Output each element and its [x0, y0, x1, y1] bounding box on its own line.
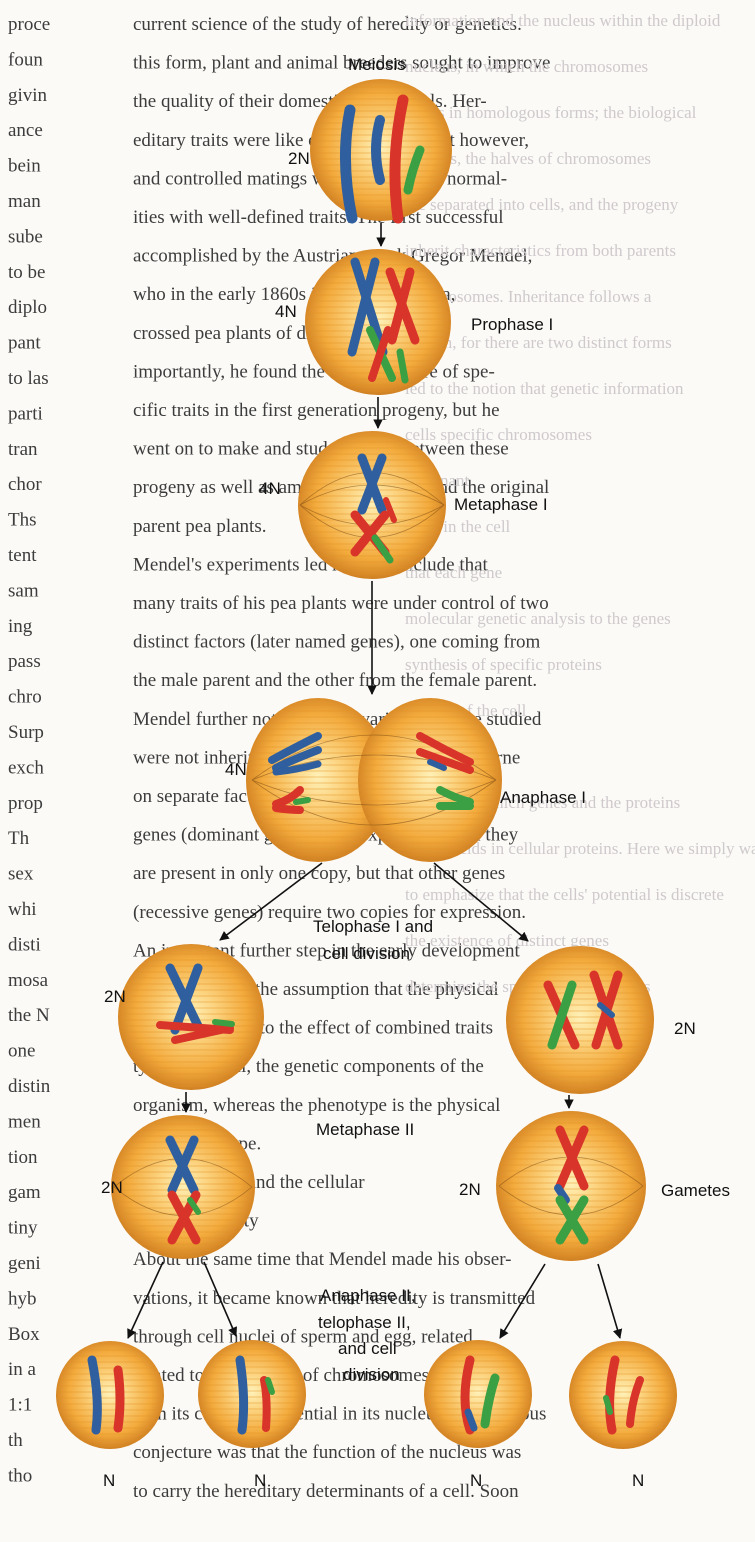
ploidy-meiosis: 2N: [288, 149, 310, 168]
ploidy-gamete-3: N: [470, 1471, 482, 1490]
label-prophase-1: Prophase I: [471, 315, 553, 334]
ploidy-gamete-4: N: [632, 1471, 644, 1490]
label-anaphase-1: Anaphase I: [500, 788, 586, 807]
label-anaphase-2-line1: Anaphase II,: [320, 1286, 415, 1305]
ploidy-gamete-1: N: [103, 1471, 115, 1490]
cell-metaphase-2-left: [111, 1115, 255, 1259]
cell-anaphase-1: [246, 698, 502, 862]
cell-telophase-right: [506, 946, 654, 1094]
ploidy-telophase-right: 2N: [674, 1019, 696, 1038]
ploidy-prophase-1: 4N: [275, 302, 297, 321]
label-anaphase-2-line4: division: [343, 1365, 400, 1384]
cell-metaphase-1: [298, 431, 446, 579]
ploidy-metaphase-2-left: 2N: [101, 1178, 123, 1197]
title-meiosis: Meiosis: [348, 55, 406, 74]
ploidy-anaphase-1: 4N: [225, 760, 247, 779]
gamete-cell-3: [424, 1340, 532, 1448]
gamete-cell-2: [198, 1340, 306, 1448]
gamete-cell-1: [56, 1341, 164, 1449]
ploidy-metaphase-2-right: 2N: [459, 1180, 481, 1199]
label-gametes: Gametes: [661, 1181, 730, 1200]
label-telophase-1-line2: cell division: [323, 944, 410, 963]
label-metaphase-2: Metaphase II: [316, 1120, 414, 1139]
label-metaphase-1: Metaphase I: [454, 495, 548, 514]
gamete-cell-4: [569, 1341, 677, 1449]
ploidy-gamete-2: N: [254, 1471, 266, 1490]
label-anaphase-2-line3: and cell: [338, 1339, 397, 1358]
cell-metaphase-2-right: [496, 1111, 646, 1261]
label-telophase-1-line1: Telophase I and: [313, 917, 433, 936]
ploidy-metaphase-1: 4N: [259, 479, 281, 498]
ploidy-telophase-left: 2N: [104, 987, 126, 1006]
label-anaphase-2-line2: telophase II,: [318, 1313, 411, 1332]
